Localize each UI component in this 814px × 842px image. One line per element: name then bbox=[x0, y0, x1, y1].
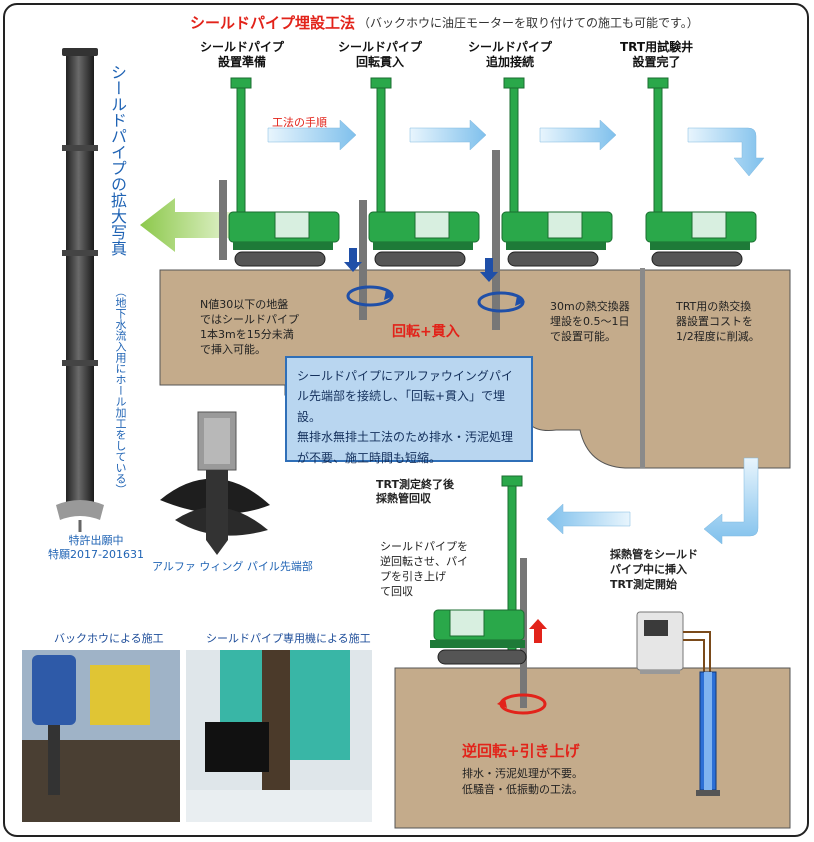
note-1: N値30以下の地盤ではシールドパイプ 1本3mを15分未満で挿入可能。 bbox=[200, 298, 299, 356]
flow-arrow-1 bbox=[267, 119, 357, 151]
flow-label: 工法の手順 bbox=[272, 116, 327, 129]
rig-5 bbox=[430, 475, 527, 708]
vertical-title: シールドパイプの拡大写真 bbox=[108, 64, 127, 256]
up-arrow bbox=[529, 619, 547, 643]
insert-note: 採熱管をシールドパイプ中に挿入 TRT測定開始 bbox=[610, 548, 698, 591]
step-1-label: シールドパイプ設置準備 bbox=[200, 40, 285, 69]
installed-pipe bbox=[640, 268, 645, 468]
note-2: 30mの熱交換器埋設を0.5～1日 で設置可能。 bbox=[550, 300, 630, 343]
flow-arrow-3 bbox=[539, 119, 617, 151]
flow-arrow-2 bbox=[409, 119, 487, 151]
rotate-penetrate-label: 回転+貫入 bbox=[392, 324, 460, 340]
page-title: シールドパイプ埋設工法 bbox=[190, 14, 356, 32]
pipe-photo bbox=[56, 48, 104, 532]
rig-3 bbox=[492, 77, 613, 330]
flow-arrow-6 bbox=[546, 503, 631, 535]
photo-dedicated-machine bbox=[186, 650, 372, 822]
trt-end-note: TRT測定終了後採熱管回収 bbox=[376, 478, 454, 505]
trt-equipment bbox=[636, 611, 720, 796]
down-arrow-2 bbox=[480, 258, 498, 282]
vertical-note: （地下水流入用にホール加工をしている） bbox=[114, 286, 127, 495]
green-left-arrow bbox=[140, 198, 240, 252]
lower-ground bbox=[394, 667, 791, 829]
flow-arrow-4 bbox=[687, 127, 765, 177]
info-box: シールドパイプにアルファウイングパイル先端部を接続し、「回転+貫入」で埋設。 無… bbox=[285, 356, 533, 465]
alpha-wing-tip-photo bbox=[160, 411, 270, 555]
photo-label-backhoe: バックホウによる施工 bbox=[54, 632, 164, 645]
photo-backhoe bbox=[22, 650, 180, 822]
reverse-note: シールドパイプを逆回転させ、パイ プを引き上げて回収 bbox=[380, 540, 468, 598]
patent-note: 特許出願中 特願2017-201631 bbox=[48, 534, 144, 561]
info-paragraph-2: 無排水無排土工法のため排水・汚泥処理が不要、施工時間も短縮。 bbox=[297, 430, 514, 465]
rig-1 bbox=[219, 77, 340, 267]
photo-label-dedicated: シールドパイプ専用機による施工 bbox=[206, 632, 371, 645]
step-4-label: TRT用試験井設置完了 bbox=[620, 40, 694, 69]
reverse-title: 逆回転+引き上げ bbox=[462, 742, 580, 760]
rig-4 bbox=[645, 77, 757, 267]
step-3-label: シールドパイプ追加接続 bbox=[468, 40, 553, 69]
rig-2 bbox=[359, 77, 480, 320]
page-subtitle: （バックホウに油圧モーターを取り付けての施工も可能です。） bbox=[358, 16, 699, 30]
step-2-label: シールドパイプ回転貫入 bbox=[338, 40, 423, 69]
benefit-note: 排水・汚泥処理が不要。低騒音・低振動の工法。 bbox=[462, 767, 583, 796]
info-paragraph-1: シールドパイプにアルファウイングパイル先端部を接続し、「回転+貫入」で埋設。 bbox=[297, 369, 513, 424]
tip-label: アルファ ウィング パイル先端部 bbox=[152, 560, 313, 573]
note-3: TRT用の熱交換器設置コストを 1/2程度に削減。 bbox=[676, 300, 760, 343]
down-arrow-1 bbox=[344, 248, 362, 272]
flow-arrow-5 bbox=[703, 457, 759, 545]
